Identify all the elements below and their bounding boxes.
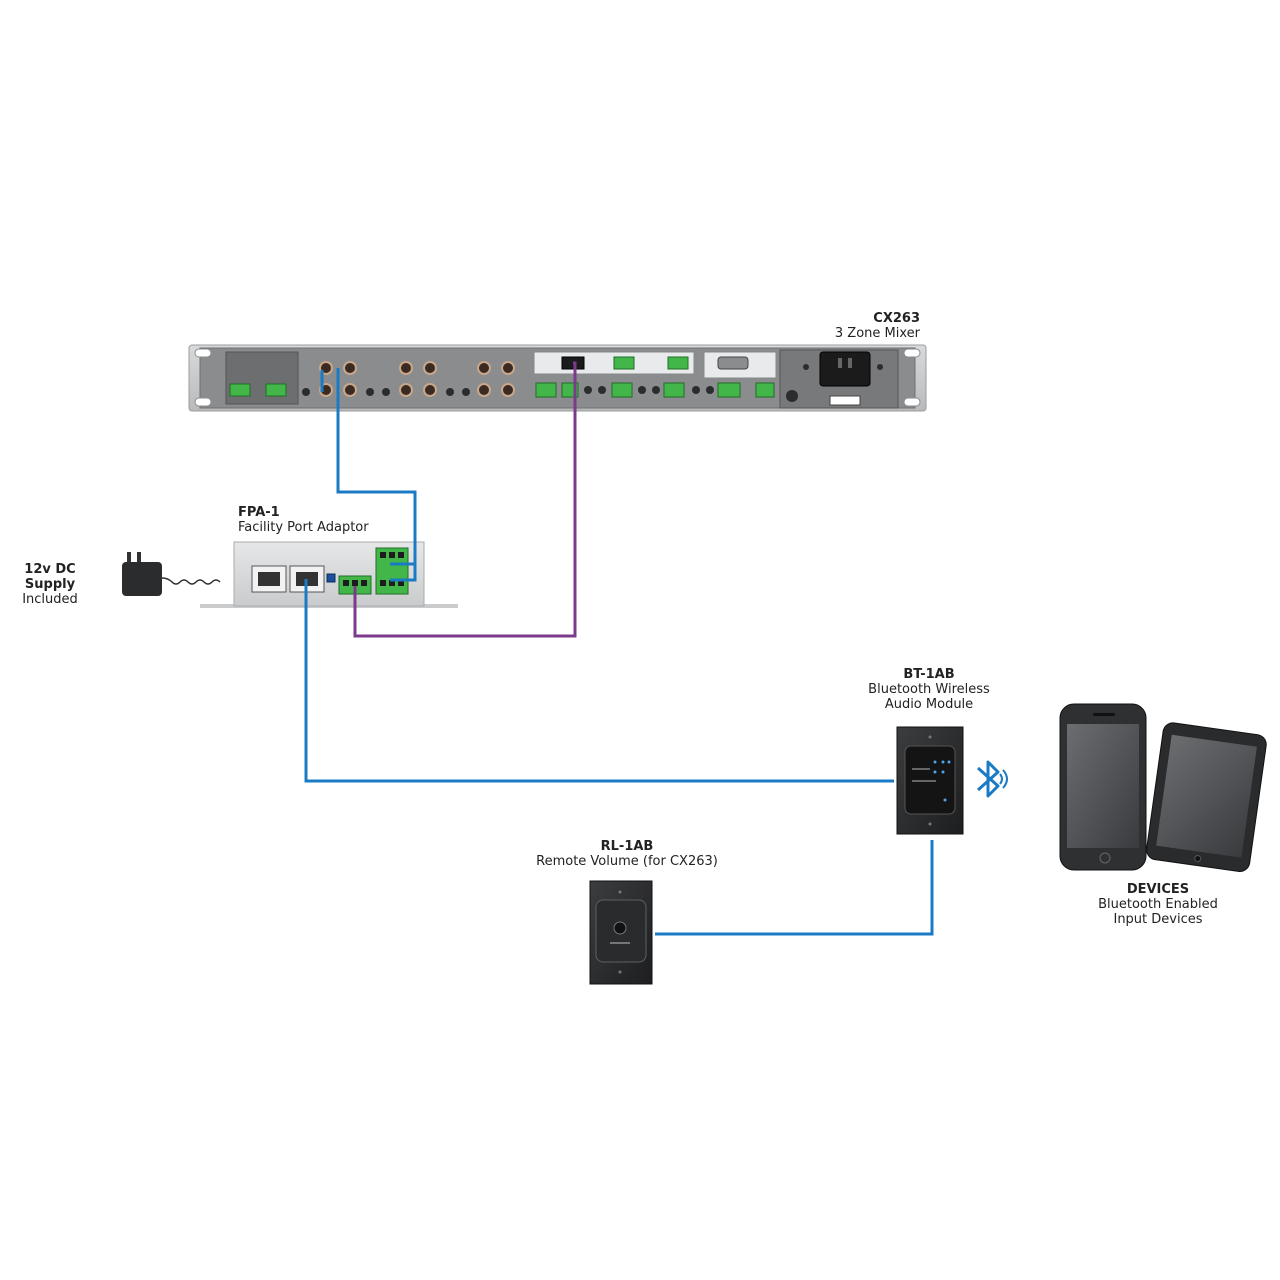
supply-title: 12v DC Supply (24, 562, 76, 592)
supply-subtitle: Included (22, 592, 78, 607)
fpa1-model: FPA-1 (238, 505, 280, 520)
audio-wire (336, 368, 417, 566)
power-inlet (819, 351, 871, 387)
devices-line1: Bluetooth Enabled (1098, 897, 1218, 912)
cx263-description: 3 Zone Mixer (834, 326, 920, 341)
bt1ab-label: BT-1AB Bluetooth Wireless Audio Module (855, 667, 1003, 712)
status-led (326, 573, 336, 583)
rl1ab-label: RL-1AB Remote Volume (for CX263) (522, 839, 732, 869)
power-adapter-icon (122, 552, 221, 596)
bt1ab-description-line2: Audio Module (884, 697, 974, 712)
rack-hole (194, 397, 212, 407)
volume-knob (613, 921, 627, 935)
bt1ab-model: BT-1AB (903, 667, 955, 682)
fpa1-adaptor (200, 541, 458, 608)
supply-label: 12v DC Supply Included (0, 562, 100, 607)
bt1ab-module (896, 726, 964, 835)
mic2-connector (265, 383, 287, 397)
rl1ab-remote (589, 880, 653, 985)
audio-wire (655, 840, 934, 936)
devices-title: DEVICES (1126, 882, 1190, 897)
devices-line2: Input Devices (1113, 912, 1203, 927)
cx263-model: CX263 (873, 311, 920, 326)
control-wire (353, 361, 577, 638)
audio-wire (304, 579, 894, 783)
cx263-label: CX263 3 Zone Mixer (800, 311, 920, 341)
rl1ab-description: Remote Volume (for CX263) (536, 854, 718, 869)
cx263-mixer (188, 344, 927, 412)
wiring (304, 361, 934, 936)
rack-hole (194, 348, 212, 358)
mic1-connector (229, 383, 251, 397)
devices-label: DEVICES Bluetooth Enabled Input Devices (1080, 882, 1236, 927)
bt1ab-description-line1: Bluetooth Wireless (868, 682, 990, 697)
rl1ab-model: RL-1AB (600, 839, 654, 854)
audio-wire (390, 564, 417, 582)
tablet-icon (1146, 722, 1267, 872)
bluetooth-icon (976, 760, 1008, 798)
rack-hole (903, 397, 921, 407)
fpa1-description: Facility Port Adaptor (238, 520, 369, 535)
fpa1-label: FPA-1 Facility Port Adaptor (238, 505, 418, 535)
smartphone-icon (1059, 703, 1147, 871)
rack-hole (903, 348, 921, 358)
